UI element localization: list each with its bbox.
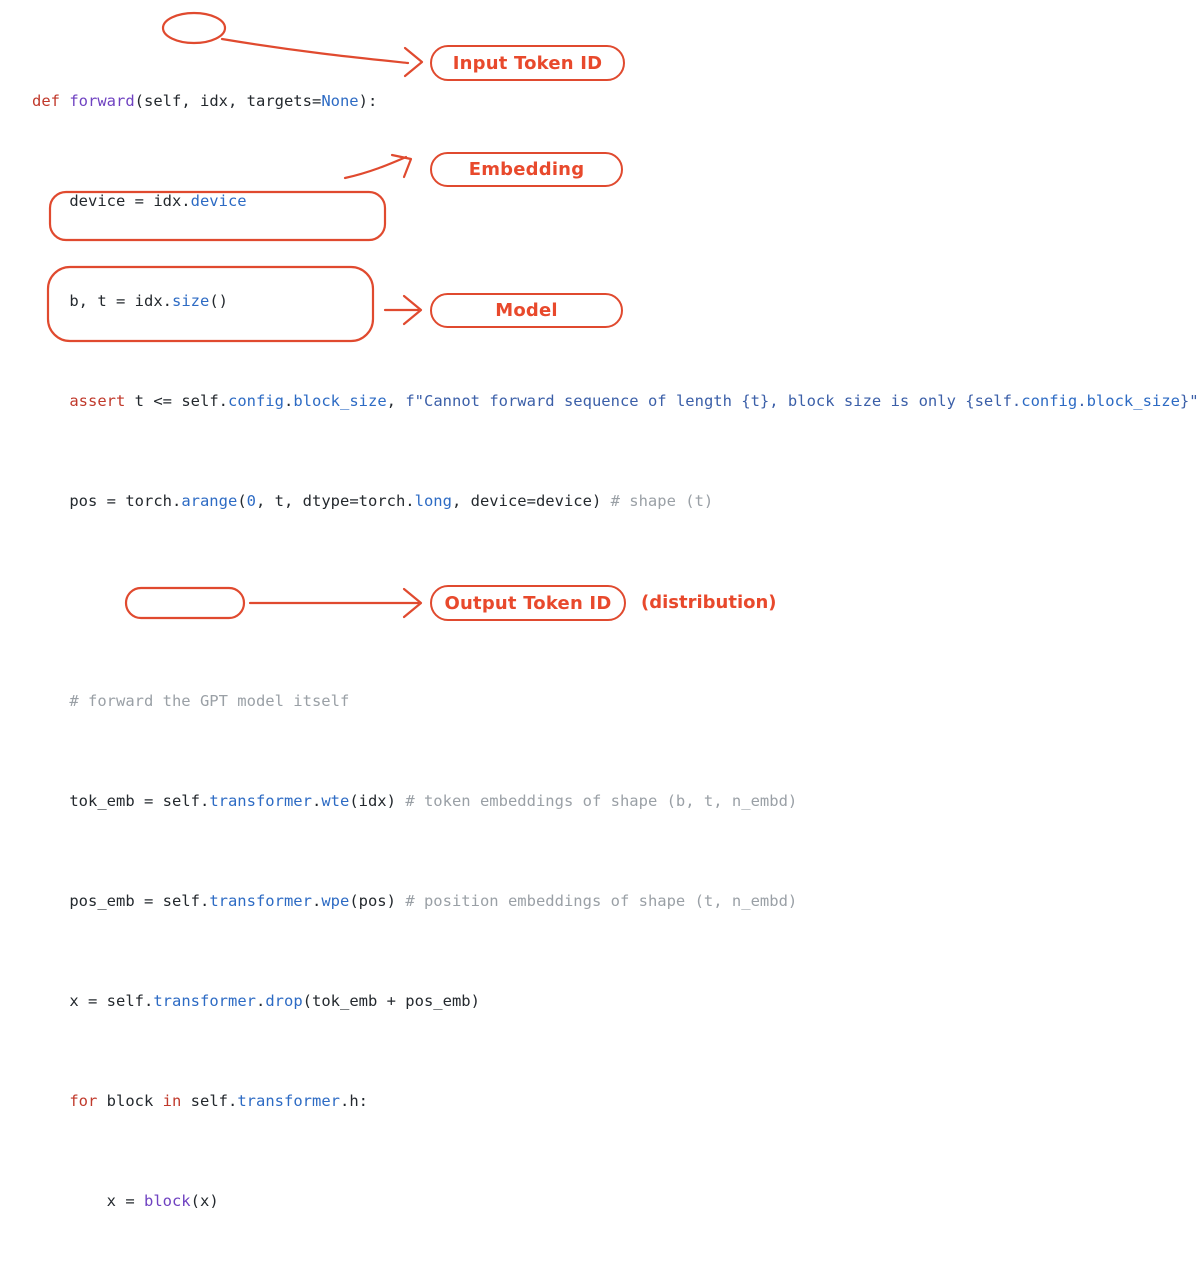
code-line: x = self.transformer.drop(tok_emb + pos_… bbox=[32, 992, 480, 1010]
code-line: # forward the GPT model itself bbox=[69, 692, 350, 710]
code-line: pos_emb = self.transformer.wpe(pos) # po… bbox=[32, 892, 798, 910]
code-line: device = idx.device bbox=[32, 192, 247, 210]
code-line: assert t <= self.config.block_size, f"Ca… bbox=[69, 392, 1199, 410]
code-line: x = block(x) bbox=[32, 1192, 219, 1210]
code-line: tok_emb = self.transformer.wte(idx) # to… bbox=[32, 792, 798, 810]
annotation-note-distribution: (distribution) bbox=[641, 592, 777, 613]
annotation-pill-input-token-id: Input Token ID bbox=[430, 45, 625, 81]
code-line: for block in self.transformer.h: bbox=[69, 1092, 368, 1110]
annotated-code-figure: def forward(self, idx, targets=None): de… bbox=[32, 11, 1199, 1210]
code-line: def forward(self, idx, targets=None): bbox=[32, 92, 378, 110]
code-line: pos = torch.arange(0, t, dtype=torch.lon… bbox=[32, 492, 714, 510]
annotation-pill-embedding: Embedding bbox=[430, 152, 623, 187]
annotation-pill-output-token-id: Output Token ID bbox=[430, 585, 626, 621]
code-block: def forward(self, idx, targets=None): de… bbox=[32, 14, 1199, 1270]
annotation-pill-model: Model bbox=[430, 293, 623, 328]
